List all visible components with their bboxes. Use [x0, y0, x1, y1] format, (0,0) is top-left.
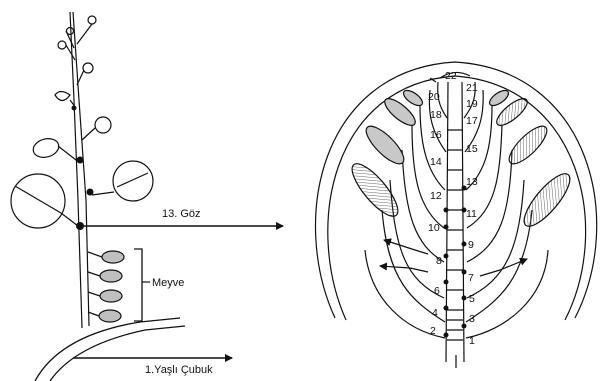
bud-section: [315, 62, 596, 368]
bud-num: 15: [466, 143, 478, 155]
bud-num: 3: [469, 313, 475, 325]
fruit: [102, 251, 124, 263]
bud-num: 16: [430, 129, 442, 141]
bud-numbers: 1 2 3 4 5 6 7 8 9 10 11 12 13 14 15 16 1…: [428, 70, 478, 347]
leaf-left: [11, 174, 65, 228]
bud-num: 22: [445, 70, 457, 82]
leaf-right: [113, 161, 153, 201]
bud-num: 10: [428, 222, 440, 234]
bud-num: 20: [428, 91, 440, 103]
bud-num: 6: [434, 285, 440, 297]
bud-num: 9: [468, 239, 474, 251]
old-branch-label: 1.Yaşlı Çubuk: [145, 364, 213, 376]
bud-num: 7: [468, 272, 474, 284]
fruit-bracket: [134, 249, 142, 321]
bud-num: 8: [436, 255, 442, 267]
bud-arrow-label: 13. Göz: [162, 208, 201, 220]
bud-num: 5: [469, 293, 475, 305]
bud-num: 21: [466, 82, 478, 94]
bud-num: 4: [432, 307, 438, 319]
bud-num: 11: [466, 208, 477, 220]
bud-num: 2: [430, 325, 436, 337]
bud-num: 14: [430, 156, 442, 168]
bud-num: 18: [430, 109, 442, 121]
fruit-label: Meyve: [152, 277, 184, 289]
bud-num: 13: [466, 176, 478, 188]
bud-num: 17: [466, 115, 478, 127]
bud-num: 1: [469, 335, 475, 347]
bud-num: 12: [430, 190, 442, 202]
bud-num: 19: [466, 98, 478, 110]
shoot-illustration: [11, 12, 185, 381]
small-capsule: [88, 16, 96, 24]
